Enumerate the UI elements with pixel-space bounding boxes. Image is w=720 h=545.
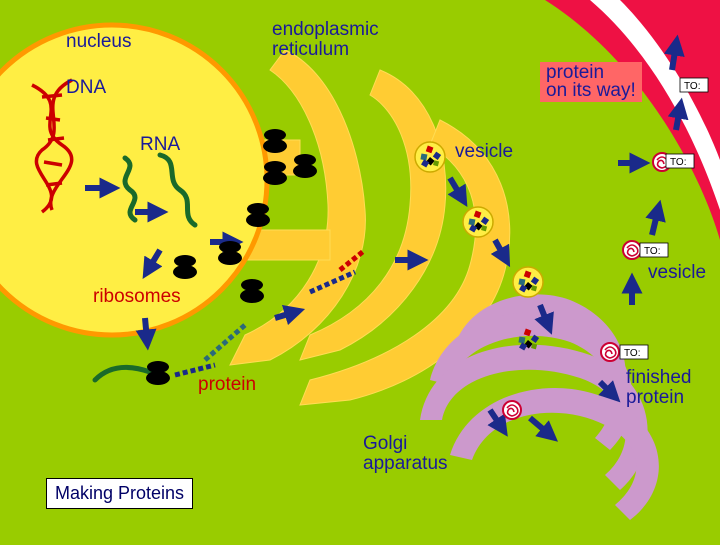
vesicle-label-right: vesicle <box>648 262 707 283</box>
rna-strands <box>92 152 198 383</box>
svg-text:TO:: TO: <box>684 81 700 92</box>
slide-title: Making Proteins <box>46 478 194 509</box>
ribosomes-label: ribosomes <box>93 286 181 307</box>
svg-text:TO:: TO: <box>670 157 686 168</box>
golgi-label: Golgi apparatus <box>363 433 448 474</box>
dna-helix <box>31 78 74 214</box>
protein-label: protein <box>198 374 257 395</box>
svg-text:TO:: TO: <box>624 348 640 359</box>
dna-label: DNA <box>66 77 107 98</box>
protein-on-its-way-label: protein on its way! <box>540 62 642 102</box>
address-tags: TO: TO: TO: TO: <box>619 77 709 360</box>
er-label: endoplasmic reticulum <box>272 19 379 60</box>
nucleus-label: nucleus <box>66 31 132 52</box>
vesicle-label-top: vesicle <box>455 141 514 162</box>
finished-protein-label: finished protein <box>626 367 692 408</box>
rna-label: RNA <box>140 134 181 155</box>
vesicles <box>414 141 544 351</box>
svg-text:TO:: TO: <box>644 246 660 257</box>
protein-chains <box>174 248 367 378</box>
